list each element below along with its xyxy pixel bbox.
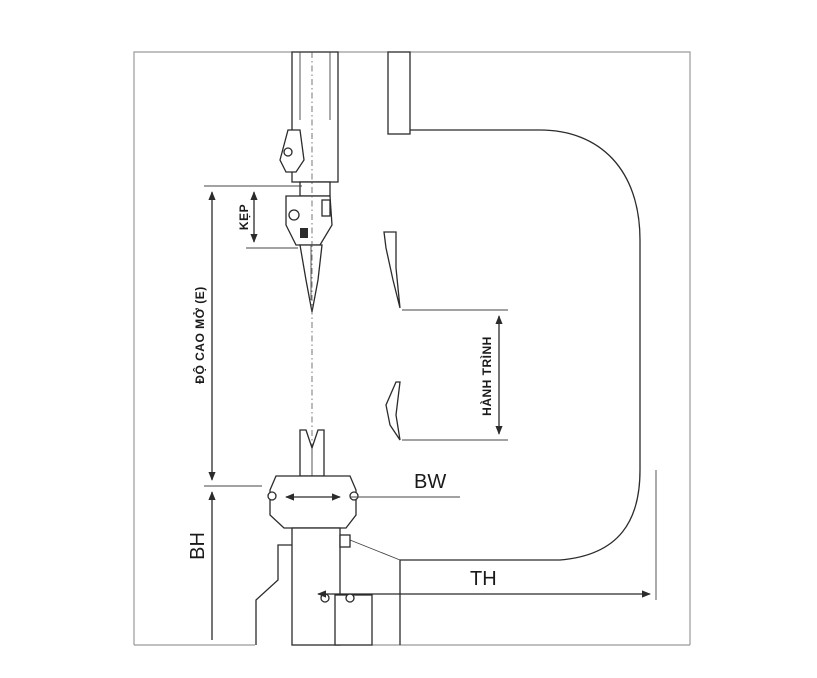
machine-frame bbox=[133, 51, 691, 646]
punch-top-position bbox=[383, 231, 401, 309]
upper-ram bbox=[279, 51, 339, 197]
dim-opening-height bbox=[204, 185, 302, 487]
dim-clamp bbox=[246, 185, 302, 249]
bed-height-label: BH bbox=[187, 532, 209, 560]
lower-beam bbox=[255, 527, 373, 646]
upper-punch bbox=[299, 244, 323, 313]
stroke-label: HÀNH TRÌNH bbox=[479, 336, 494, 416]
bed-width-label: BW bbox=[414, 471, 446, 493]
throat-label: TH bbox=[470, 568, 497, 590]
lower-die bbox=[299, 429, 325, 477]
dim-stroke bbox=[402, 309, 508, 441]
upper-clamp bbox=[285, 195, 333, 246]
c-frame-throat bbox=[349, 51, 641, 645]
clamp-label: KẸP bbox=[237, 204, 251, 230]
punch-bottom-position bbox=[385, 381, 401, 441]
dim-throat bbox=[317, 470, 657, 600]
die-holder bbox=[267, 475, 359, 529]
opening-height-label: ĐỘ CAO MỞ (E) bbox=[192, 286, 207, 383]
